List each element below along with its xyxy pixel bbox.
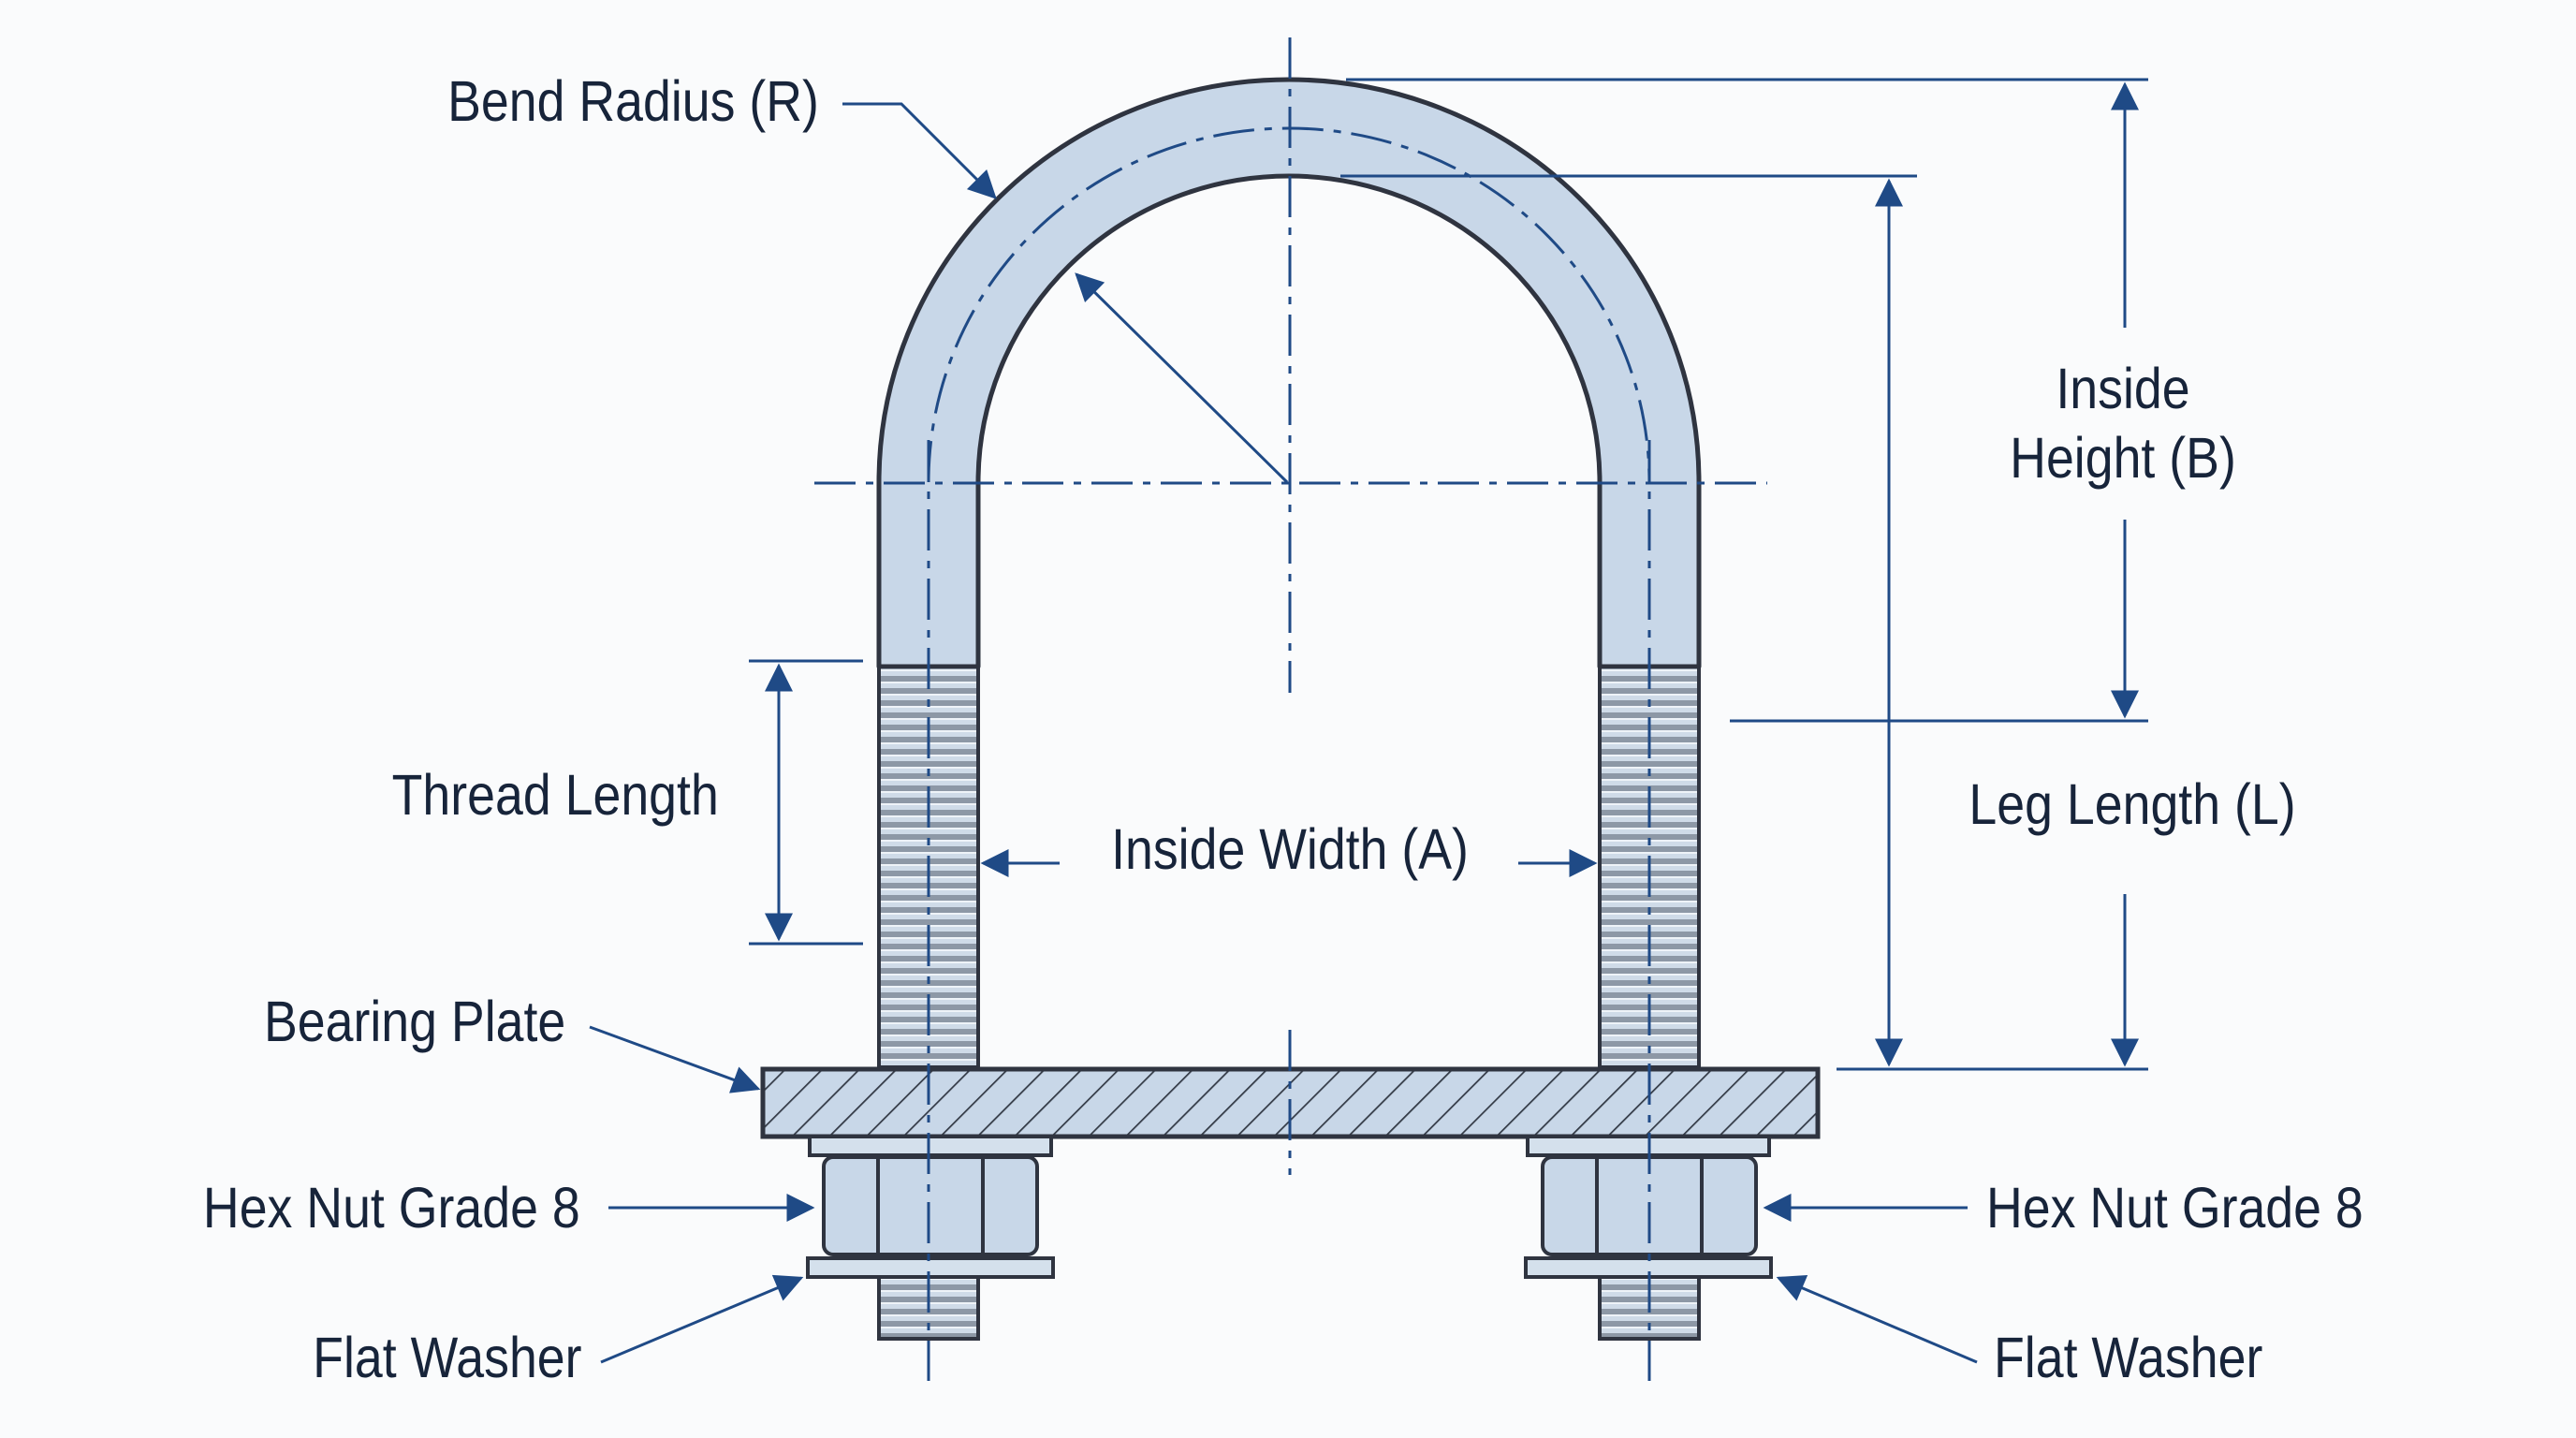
bend-radius-label: Bend Radius (R) <box>447 69 819 133</box>
bend-radius-leader <box>842 102 997 199</box>
flat-washer-left-leader <box>600 1274 804 1364</box>
dimension-arrows <box>765 81 2139 1067</box>
left-hex-nut-shape <box>822 1155 1039 1256</box>
bearing-plate-label: Bearing Plate <box>263 990 565 1053</box>
flat-washer-left-label: Flat Washer <box>313 1326 582 1389</box>
center-lines <box>814 37 1767 1381</box>
bend-radius-arrow <box>1075 272 1289 484</box>
flat-washer-right-label: Flat Washer <box>1994 1326 2263 1389</box>
thread-length-label: Thread Length <box>391 763 719 827</box>
flat-washer-right-leader <box>1776 1274 1978 1364</box>
left-upper-washer <box>808 1135 1053 1157</box>
inside-width-label: Inside Width (A) <box>1111 817 1469 881</box>
left-flat-washer-shape <box>806 1256 1055 1279</box>
hex-nut-left-label: Hex Nut Grade 8 <box>203 1176 580 1240</box>
leg-length-label: Leg Length (L) <box>1969 772 2296 836</box>
hex-nut-right-label: Hex Nut Grade 8 <box>1986 1176 2364 1240</box>
inside-height-label: Inside Height (B) <box>2010 357 2236 491</box>
u-bolt-bend <box>876 77 1702 669</box>
left-nut-assembly <box>806 1135 1055 1341</box>
leader-lines <box>589 102 1978 1364</box>
bearing-plate-leader <box>589 1025 761 1093</box>
extension-lines <box>749 78 2148 1071</box>
